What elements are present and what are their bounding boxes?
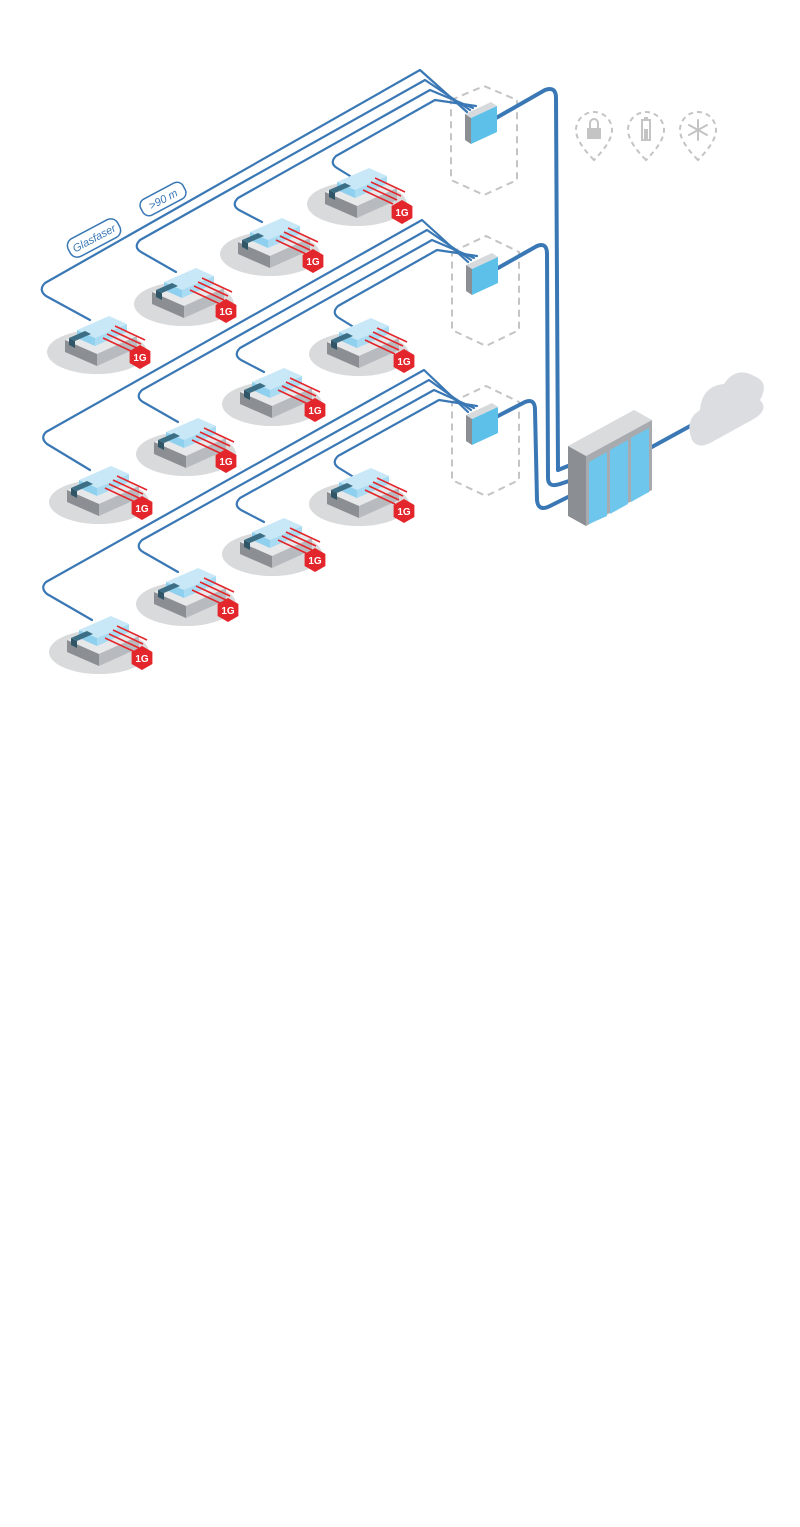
switch-1 — [465, 102, 497, 144]
cable-group-2 — [42, 218, 580, 488]
battery-icon — [626, 111, 666, 162]
machine-b4 — [308, 317, 410, 377]
server-rack — [568, 410, 652, 526]
cable-group-3 — [42, 368, 580, 622]
badge-label: 1G — [397, 507, 411, 518]
cable-type-tag: Glasfaser — [66, 218, 122, 258]
badge-label: 1G — [133, 353, 147, 364]
badge-label: 1G — [395, 208, 409, 219]
zone-2 — [451, 234, 520, 348]
cloud-link — [648, 423, 694, 450]
badge-label: 1G — [221, 606, 235, 617]
distance-tag: >90 m — [139, 181, 187, 217]
badge-label: 1G — [135, 654, 149, 665]
cable-group-1 — [40, 68, 560, 472]
badge-label: 1G — [135, 504, 149, 515]
badge-label: 1G — [219, 307, 233, 318]
zone-3 — [451, 384, 520, 498]
cloud-icon — [689, 372, 764, 446]
badge-label: 1G — [306, 257, 320, 268]
machine-c4 — [308, 467, 410, 527]
badge-label: 1G — [308, 406, 322, 417]
snowflake-icon — [678, 111, 718, 162]
badges: 1G 1G 1G 1G 1G 1G 1G 1G 1G 1G 1G 1G — [129, 200, 415, 670]
badge-label: 1G — [397, 357, 411, 368]
machine-a1 — [46, 315, 148, 375]
lock-icon — [574, 111, 614, 162]
badge-label: 1G — [308, 556, 322, 567]
badge-label: 1G — [219, 457, 233, 468]
network-diagram: 1G 1G 1G 1G 1G 1G 1G 1G 1G 1G 1G 1G Glas… — [40, 68, 764, 675]
